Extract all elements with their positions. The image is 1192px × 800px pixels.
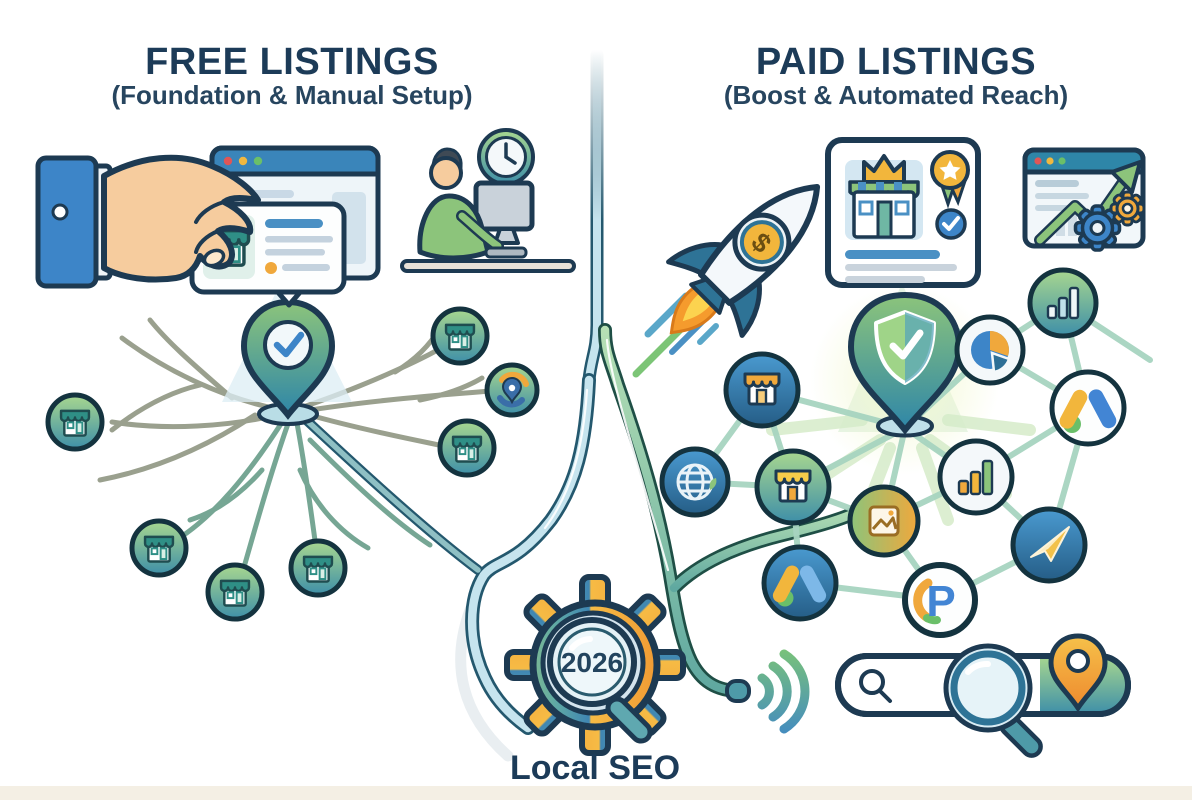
search-bar <box>835 633 1131 758</box>
blue-pipe <box>297 373 596 735</box>
shop-nodes-left <box>45 306 540 622</box>
crown-icon <box>862 154 906 184</box>
award-ribbon-icon <box>930 150 970 209</box>
year-label: 2026 <box>561 647 623 678</box>
shop-node-yellow <box>754 448 832 526</box>
premium-listing-card <box>825 137 981 288</box>
green-pipe <box>598 323 881 698</box>
network-nodes: P <box>659 267 1127 638</box>
bar-chart-node-green <box>1027 267 1099 339</box>
rocket-icon: $ <box>632 183 821 378</box>
search-icon <box>859 669 892 703</box>
ads-logo-node-white <box>1049 369 1127 447</box>
location-pin-icon <box>1048 633 1108 713</box>
monitor-icon <box>473 180 535 232</box>
growth-browser-icon <box>1022 147 1146 252</box>
verified-badge-icon <box>935 208 967 240</box>
paid-listings-subtitle: (Boost & Automated Reach) <box>724 80 1068 110</box>
shop-node-orange <box>723 351 801 429</box>
local-seo-caption: Local SEO <box>510 749 680 787</box>
free-listings-title: FREE LISTINGS <box>145 41 439 83</box>
shop-node <box>437 418 497 478</box>
shield-pin-icon <box>847 291 963 438</box>
shop-node <box>45 392 105 452</box>
paper-plane-node <box>1010 506 1088 584</box>
paid-listings-header: PAID LISTINGS (Boost & Automated Reach) <box>724 41 1068 110</box>
hand-holding-card-icon <box>35 154 261 289</box>
shop-node <box>288 538 348 598</box>
traffic-dot-yellow <box>238 156 248 166</box>
globe-node <box>659 446 731 518</box>
shop-node <box>205 562 265 622</box>
gear-small-orange-icon <box>1109 190 1146 227</box>
desk <box>400 259 576 273</box>
shop-node <box>129 518 189 578</box>
person-at-computer-icon <box>400 128 576 273</box>
pie-chart-node <box>954 314 1026 386</box>
orange-dot <box>265 262 277 274</box>
bar-chart-node-white <box>937 438 1015 516</box>
free-listings-subtitle: (Foundation & Manual Setup) <box>111 80 472 110</box>
map-pin-check-icon <box>240 298 336 426</box>
magnifier-icon <box>943 643 1043 758</box>
divider-pipe <box>297 48 881 735</box>
traffic-dot-green <box>253 156 263 166</box>
ads-logo-node-blue <box>761 544 839 622</box>
p-logo-glyph: P <box>926 577 955 626</box>
map-logo-node <box>484 362 540 418</box>
paid-listings-title: PAID LISTINGS <box>756 41 1036 83</box>
bottom-strip <box>0 786 1192 800</box>
free-listings-header: FREE LISTINGS (Foundation & Manual Setup… <box>111 41 472 110</box>
traffic-dot-red <box>223 156 233 166</box>
photo-node <box>847 484 921 558</box>
gear-2026-icon: 2026 <box>504 574 686 756</box>
shop-node <box>430 306 490 366</box>
fingernail <box>202 248 226 268</box>
signal-waves-icon <box>725 649 810 734</box>
p-logo-node: P <box>902 562 978 638</box>
magnifier-2026: 2026 <box>547 617 653 744</box>
shadow-swoosh <box>455 604 514 762</box>
